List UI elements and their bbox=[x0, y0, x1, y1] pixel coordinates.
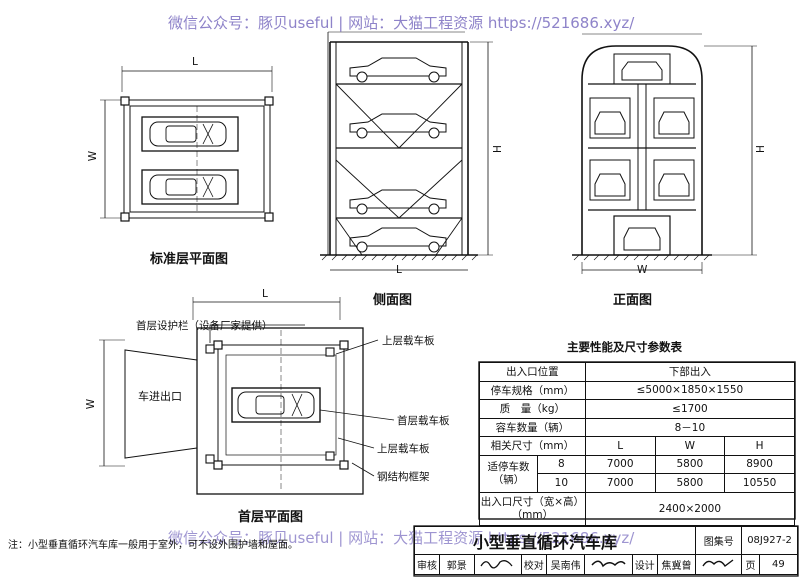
dim-h-value: 8900 bbox=[724, 454, 795, 474]
car-front-1 bbox=[621, 61, 663, 81]
spec-row-dim-header: 相关尺寸（mm） L W H bbox=[479, 436, 795, 456]
front-view-caption: 正面图 bbox=[613, 293, 653, 308]
spec-row-entrance: 出入口位置 下部出入 bbox=[479, 362, 796, 382]
car-side-2 bbox=[349, 113, 447, 139]
spec-row-car-size: 停车规格（mm） ≤5000×1850×1550 bbox=[479, 380, 796, 400]
signature-mark bbox=[702, 559, 734, 568]
title-block: 小型垂直循环汽车库 图集号 08J927-2 审核 郭景 校对 吴南伟 设计 焦… bbox=[413, 526, 799, 575]
front-view-dim-h: H bbox=[754, 145, 767, 153]
front-view bbox=[572, 33, 757, 274]
spec-row-10-cars: 10 7000 5800 10550 bbox=[480, 473, 795, 493]
car-side-3 bbox=[349, 189, 447, 215]
spec-table: 出入口位置 下部出入 停车规格（mm） ≤5000×1850×1550 质 量（… bbox=[479, 362, 796, 526]
spec-row-mass: 质 量（kg） ≤1700 bbox=[479, 399, 796, 419]
spec-row-value: ≤5000×1850×1550 bbox=[584, 380, 796, 400]
spec-row-value: 8－10 bbox=[584, 417, 796, 437]
footnote: 注：小型垂直循环汽车库一般用于室外，可不设外围护墙和屋面。 bbox=[8, 540, 298, 551]
car-top-ground bbox=[237, 391, 315, 419]
standard-plan-dim-w: W bbox=[87, 150, 100, 162]
watermark-top: 微信公众号：豚贝useful | 网站：大猫工程资源 https://52168… bbox=[168, 14, 635, 32]
front-view-cars bbox=[594, 61, 690, 251]
page-label: 页 bbox=[741, 554, 760, 575]
car-side-4 bbox=[349, 227, 447, 253]
spec-row-8-cars: 适停车数（辆） 8 7000 5800 8900 bbox=[479, 454, 795, 493]
reviewer-signature bbox=[473, 554, 522, 575]
callout-steel-frame: 钢结构框架 bbox=[377, 471, 430, 483]
callout-leaders bbox=[209, 324, 395, 477]
ground-plan-caption: 首层平面图 bbox=[238, 510, 304, 525]
dim-header-label: 相关尺寸（mm） bbox=[479, 436, 586, 456]
car-count: 8 bbox=[536, 454, 586, 474]
car-count: 10 bbox=[536, 473, 586, 493]
design-label: 设计 bbox=[631, 554, 658, 575]
dim-header-l: L bbox=[584, 436, 656, 456]
side-view-dim-l: L bbox=[396, 264, 402, 276]
dim-l-value: 7000 bbox=[584, 473, 656, 493]
standard-floor-plan bbox=[100, 66, 274, 222]
car-count-group-label: 适停车数（辆） bbox=[479, 454, 538, 493]
dim-h-value: 10550 bbox=[724, 473, 795, 493]
spec-table-title: 主要性能及尺寸参数表 bbox=[567, 340, 682, 354]
car-top-2 bbox=[149, 174, 227, 200]
spec-row-label: 质 量（kg） bbox=[479, 399, 586, 419]
spec-row-label: 出入口位置 bbox=[479, 362, 586, 382]
reviewer-name: 郭景 bbox=[439, 554, 475, 575]
page-number: 49 bbox=[758, 554, 799, 575]
car-front-4 bbox=[594, 173, 626, 197]
review-label: 审核 bbox=[414, 554, 440, 575]
spec-row-capacity: 容车数量（辆） 8－10 bbox=[479, 417, 796, 437]
atlas-number: 08J927-2 bbox=[741, 526, 798, 555]
side-view-dim-h: H bbox=[491, 145, 504, 153]
ground-floor-plan bbox=[99, 297, 395, 495]
spec-row-value: ≤1700 bbox=[584, 399, 796, 419]
side-view bbox=[320, 31, 493, 271]
spec-row-label: 容车数量（辆） bbox=[479, 417, 586, 437]
checker-name: 吴南伟 bbox=[545, 554, 586, 575]
car-front-2 bbox=[594, 111, 626, 135]
ground-plan-dim-w: W bbox=[85, 398, 98, 410]
callout-upper-platform: 上层载车板 bbox=[382, 335, 435, 347]
drawing-title: 小型垂直循环汽车库 bbox=[413, 526, 697, 555]
designer-signature bbox=[695, 554, 743, 575]
opening-label: 出入口尺寸（宽×高）（mm） bbox=[479, 491, 586, 526]
dim-w-value: 5800 bbox=[654, 454, 726, 474]
dim-header-h: H bbox=[724, 436, 795, 456]
entrance-label: 车进出口 bbox=[138, 390, 182, 403]
dim-l-value: 7000 bbox=[584, 454, 656, 474]
front-view-hatching bbox=[573, 254, 710, 261]
side-view-cars bbox=[349, 57, 447, 253]
car-front-5 bbox=[658, 173, 690, 197]
car-front-3 bbox=[658, 111, 690, 135]
signature-mark bbox=[591, 560, 626, 568]
car-side-1 bbox=[349, 57, 447, 83]
atlas-label: 图集号 bbox=[695, 526, 743, 555]
check-label: 校对 bbox=[520, 554, 547, 575]
dim-w-value: 5800 bbox=[654, 473, 726, 493]
callout-upper-platform-2: 上层载车板 bbox=[377, 443, 430, 455]
car-front-6 bbox=[623, 227, 661, 251]
ground-plan-dim-l: L bbox=[262, 288, 268, 300]
callout-ground-platform: 首层载车板 bbox=[397, 415, 450, 427]
car-top-1 bbox=[149, 121, 227, 147]
dim-header-w: W bbox=[654, 436, 726, 456]
side-view-hatching bbox=[321, 254, 478, 261]
signature-mark bbox=[480, 560, 513, 569]
opening-value: 2400×2000 bbox=[584, 491, 796, 526]
standard-plan-dim-l: L bbox=[192, 56, 198, 68]
side-view-caption: 侧面图 bbox=[373, 293, 413, 308]
designer-name: 焦冀曾 bbox=[656, 554, 697, 575]
front-view-dim-w: W bbox=[637, 264, 648, 276]
spec-row-label: 停车规格（mm） bbox=[479, 380, 586, 400]
checker-signature bbox=[584, 554, 633, 575]
standard-plan-caption: 标准层平面图 bbox=[150, 252, 229, 267]
spec-row-value: 下部出入 bbox=[584, 362, 796, 382]
callout-guardrail: 首层设护栏（设备厂家提供） bbox=[136, 320, 273, 332]
spec-row-opening: 出入口尺寸（宽×高）（mm） 2400×2000 bbox=[479, 491, 796, 526]
